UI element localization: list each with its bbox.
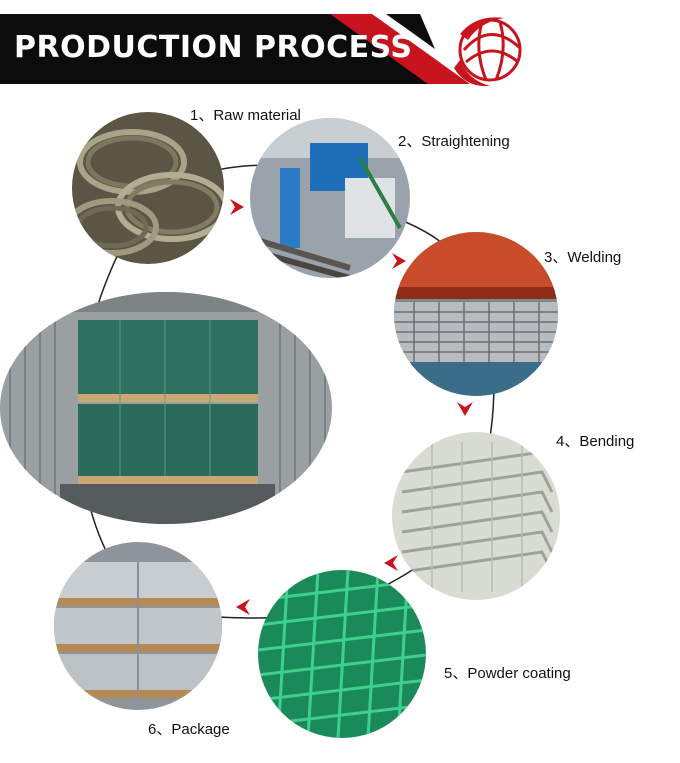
step-welding-label: 3、Welding bbox=[544, 249, 622, 266]
globe-swoosh-logo-icon bbox=[454, 17, 522, 87]
arrow-left-icon bbox=[384, 555, 398, 571]
pallet-stack-photo-icon bbox=[54, 542, 222, 710]
step-package-photo bbox=[54, 542, 222, 710]
step-powder-coating-label: 5、Powder coating bbox=[444, 665, 571, 682]
wire-coil-photo-icon bbox=[72, 112, 224, 264]
final-container-photo bbox=[0, 292, 332, 524]
page-title: PRODUCTION PROCESS bbox=[14, 30, 413, 65]
arrow-right-icon bbox=[392, 253, 406, 269]
welding-machine-photo-icon bbox=[394, 232, 558, 396]
header-banner: PRODUCTION PROCESS bbox=[0, 0, 680, 100]
step-raw-material-label: 1、Raw material bbox=[190, 107, 301, 124]
step-welding-photo bbox=[394, 232, 558, 396]
bent-panels-photo-icon bbox=[392, 432, 560, 600]
arrow-left-icon bbox=[236, 599, 250, 615]
arrow-down-icon bbox=[457, 402, 473, 416]
loaded-container-photo-icon bbox=[0, 292, 332, 524]
arrow-right-icon bbox=[230, 199, 244, 215]
step-raw-material-photo bbox=[72, 112, 224, 264]
step-straightening-photo bbox=[250, 118, 410, 278]
step-straightening-label: 2、Straightening bbox=[398, 133, 510, 150]
step-bending-label: 4、Bending bbox=[556, 433, 635, 450]
banner-shapes bbox=[0, 14, 484, 84]
green-coated-panels-photo-icon bbox=[258, 570, 426, 738]
step-powder-coating-photo bbox=[258, 570, 426, 738]
step-bending-photo bbox=[392, 432, 560, 600]
straightening-machine-photo-icon bbox=[250, 118, 410, 278]
step-package-label: 6、Package bbox=[148, 721, 230, 738]
